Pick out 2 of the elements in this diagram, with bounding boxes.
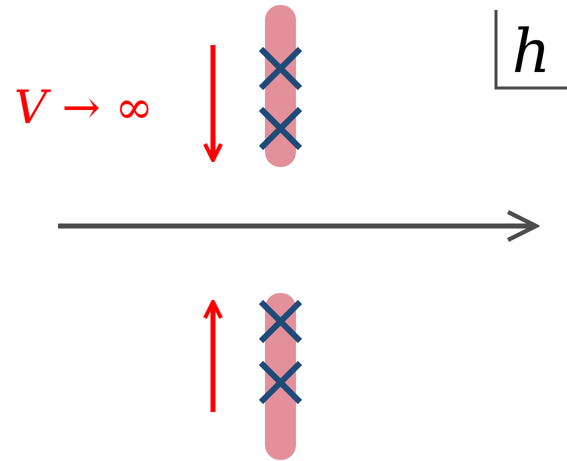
limit-label: V → ∞ bbox=[14, 84, 154, 130]
variable-label: h bbox=[512, 22, 551, 82]
